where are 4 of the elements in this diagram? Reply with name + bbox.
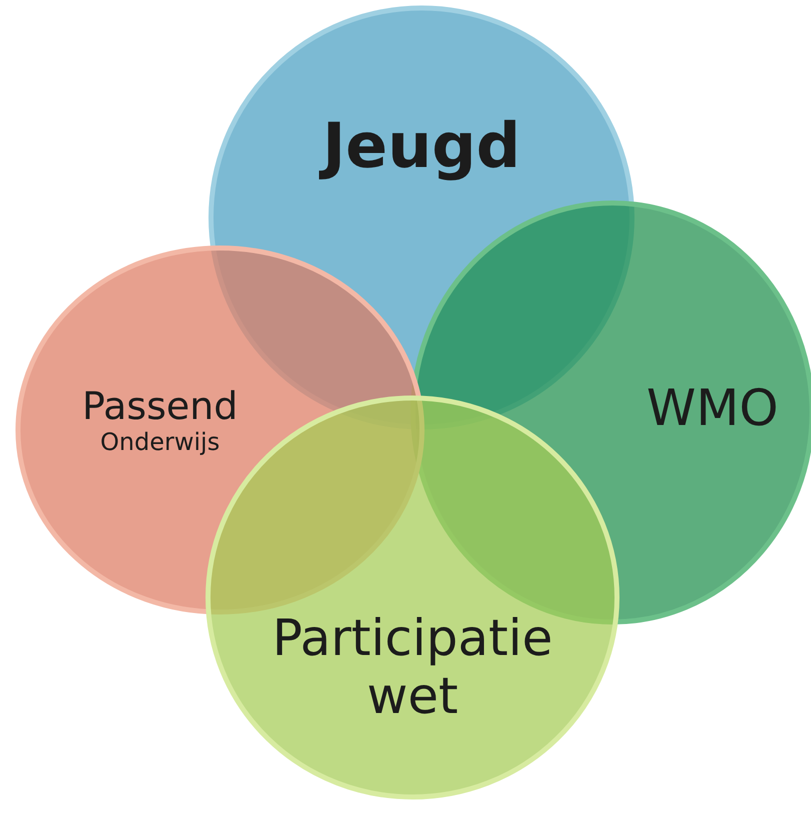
circle-label: Onderwijs <box>100 428 220 456</box>
circle-label: WMO <box>646 380 778 438</box>
circle-label: Participatie wet <box>271 610 554 725</box>
circle-label: Passend <box>82 385 238 429</box>
